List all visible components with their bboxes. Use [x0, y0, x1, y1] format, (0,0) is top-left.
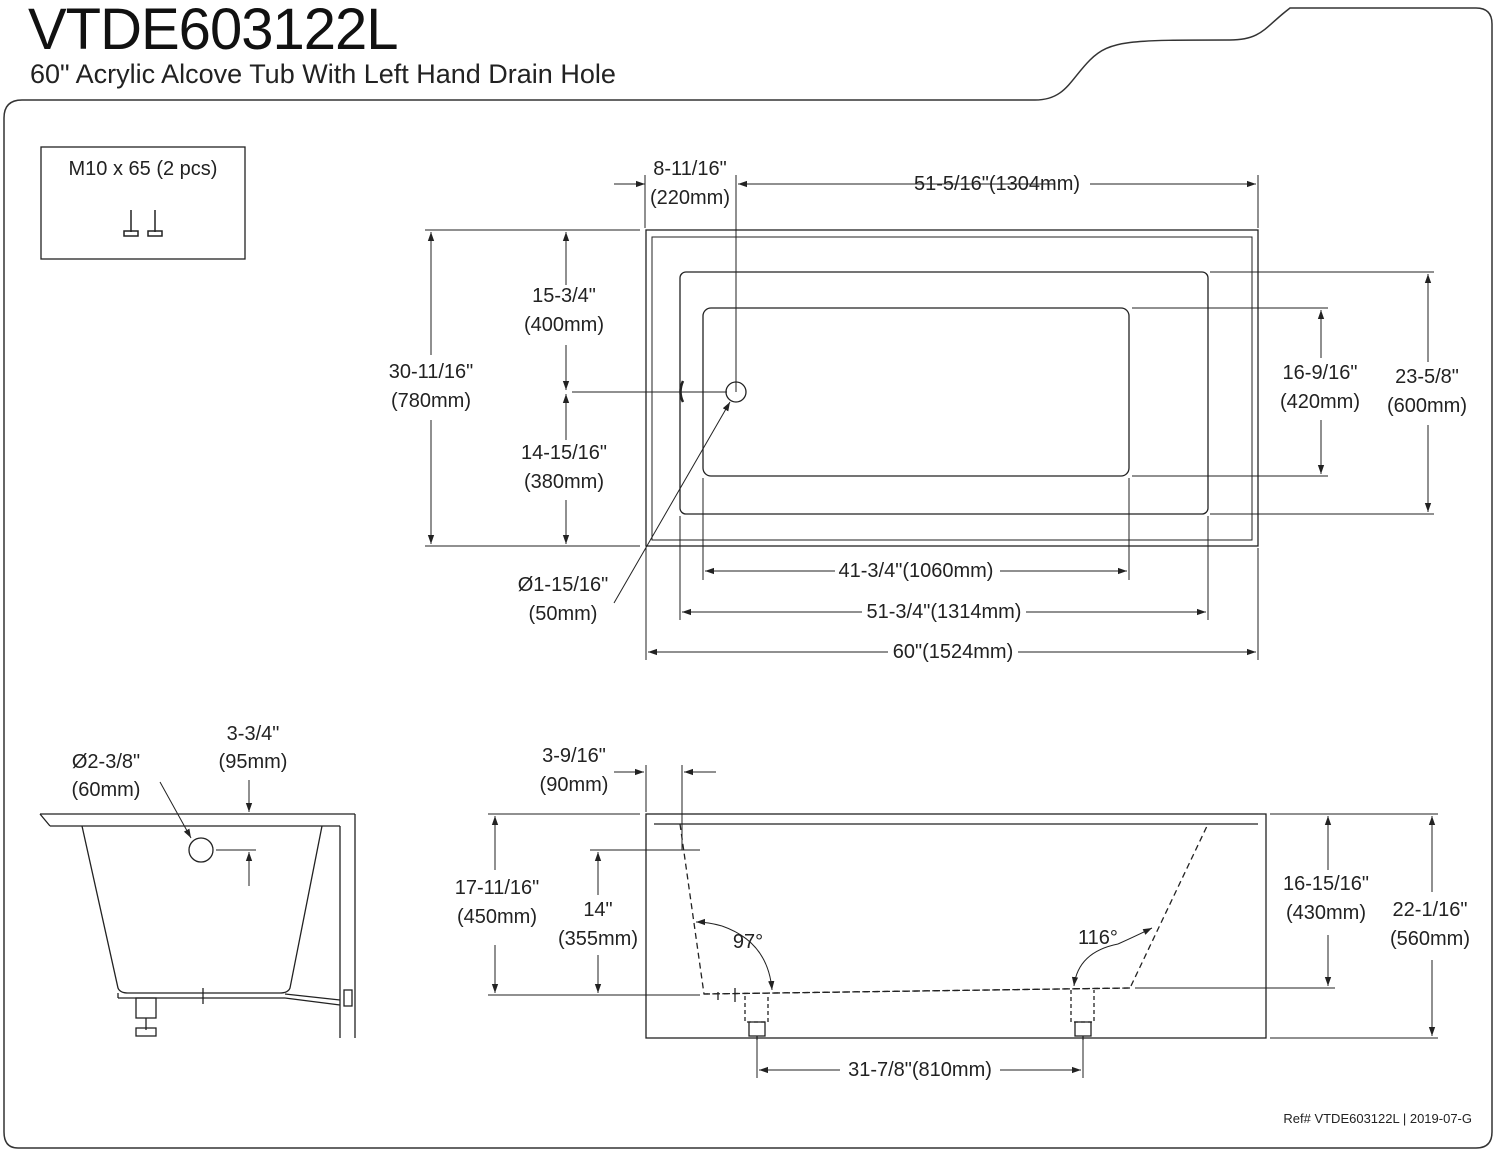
- end-view-dimension-lines: [159, 780, 256, 886]
- sheet-border: [3, 7, 1493, 1149]
- total-length-dim: 60"(1524mm): [893, 641, 1013, 663]
- feet-spacing-dim: 31-7/8"(810mm): [848, 1059, 992, 1081]
- overflow-top-mm: (95mm): [219, 751, 288, 773]
- side-view: [645, 813, 1267, 1040]
- rim-width-inch: 23-5/8": [1395, 366, 1459, 388]
- total-width-inch: 30-11/16": [389, 361, 474, 383]
- height-inch: 17-11/16": [455, 877, 540, 899]
- drain-offset-inch: 8-11/16": [653, 158, 726, 180]
- angle-left: 97°: [733, 931, 763, 953]
- upper-half-inch: 15-3/4": [532, 285, 596, 307]
- lower-half-inch: 14-15/16": [521, 442, 607, 464]
- hardware-box: M10 x 65 (2 pcs): [40, 146, 246, 260]
- side-view-dimension-lines: [488, 765, 1438, 1078]
- end-view: [39, 813, 356, 1038]
- depth-mm: (430mm): [1286, 902, 1366, 924]
- product-description: 60" Acrylic Alcove Tub With Left Hand Dr…: [30, 59, 616, 89]
- total-width-mm: (780mm): [391, 390, 471, 412]
- drain-to-end-dim: 51-5/16"(1304mm): [914, 173, 1080, 195]
- lower-half-mm: (380mm): [524, 471, 604, 493]
- overflow-height-inch: 14": [583, 899, 612, 921]
- drain-offset-mm: (220mm): [650, 187, 730, 209]
- drain-dia-inch: Ø1-15/16": [518, 574, 609, 596]
- reference-number: Ref# VTDE603122L | 2019-07-G: [1283, 1111, 1472, 1126]
- angle-right: 116°: [1078, 927, 1118, 949]
- overflow-top-inch: 3-3/4": [227, 723, 280, 745]
- end-view-labels: Ø2-3/8" (60mm) 3-3/4" (95mm): [72, 723, 288, 801]
- offset-mm: (90mm): [540, 774, 609, 796]
- rim-width-mm: (600mm): [1387, 395, 1467, 417]
- hardware-label: M10 x 65 (2 pcs): [69, 158, 218, 180]
- overflow-dia-mm: (60mm): [72, 779, 141, 801]
- side-view-labels: 3-9/16" (90mm) 17-11/16" (450mm) 14" (35…: [455, 745, 1470, 1081]
- drain-dia-mm: (50mm): [529, 603, 598, 625]
- overflow-height-mm: (355mm): [558, 928, 638, 950]
- inner-width-mm: (420mm): [1280, 391, 1360, 413]
- height-mm: (450mm): [457, 906, 537, 928]
- total-height-inch: 22-1/16": [1393, 899, 1468, 921]
- offset-inch: 3-9/16": [542, 745, 606, 767]
- top-view-labels: 8-11/16" (220mm) 51-5/16"(1304mm) 15-3/4…: [389, 158, 1467, 663]
- upper-half-mm: (400mm): [524, 314, 604, 336]
- top-view-dimension-lines: [425, 175, 1434, 660]
- inner-length-dim: 51-3/4"(1314mm): [867, 601, 1022, 623]
- overflow-dia-inch: Ø2-3/8": [72, 751, 140, 773]
- depth-inch: 16-15/16": [1283, 873, 1369, 895]
- total-height-mm: (560mm): [1390, 928, 1470, 950]
- top-view: [645, 229, 1259, 547]
- inner-width-inch: 16-9/16": [1283, 362, 1358, 384]
- bolt-icon: [123, 210, 163, 237]
- floor-length-dim: 41-3/4"(1060mm): [839, 560, 994, 582]
- model-number: VTDE603122L: [28, 0, 398, 62]
